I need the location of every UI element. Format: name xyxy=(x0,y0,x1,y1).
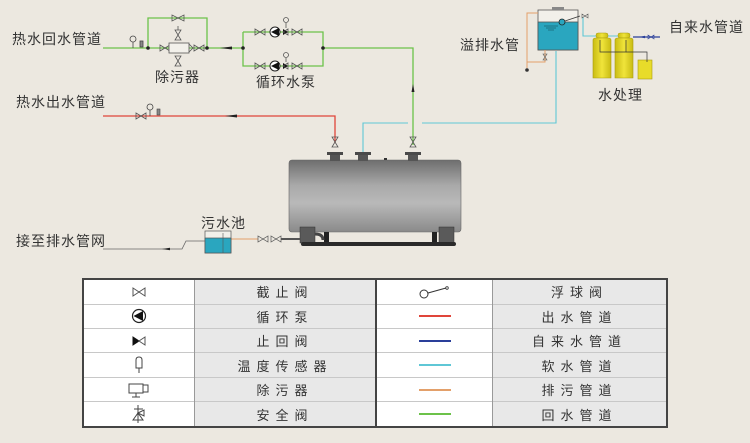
legend-symbol xyxy=(83,278,195,304)
label-drain-network: 接至排水管网 xyxy=(16,234,106,250)
legend-symbol xyxy=(83,327,195,353)
legend-symbol xyxy=(375,327,493,353)
temperature-sensor-icon xyxy=(135,356,143,374)
legend-label: 浮球阀 xyxy=(492,278,667,304)
legend-symbol xyxy=(375,401,493,427)
legend-row: 安全阀 回水管道 xyxy=(83,401,667,427)
strainer-icon xyxy=(159,26,205,67)
tap-water-line-icon xyxy=(418,339,451,342)
softener-piping xyxy=(599,40,648,62)
float-valve-icon xyxy=(558,13,589,26)
drain-line-icon xyxy=(418,388,451,391)
flow-arrow xyxy=(411,84,415,92)
water-softener-tank-2 xyxy=(614,32,634,79)
legend-row: 除污器 排污管道 xyxy=(83,376,667,402)
overflow-drain-line xyxy=(526,12,546,68)
flow-arrow xyxy=(225,114,237,118)
legend-symbol xyxy=(375,278,493,304)
legend-label: 安全阀 xyxy=(194,401,376,427)
gate-valve-icon xyxy=(647,34,655,40)
drain-point xyxy=(525,68,529,72)
label-hot-supply-pipe: 热水出水管道 xyxy=(16,95,106,111)
legend-symbol xyxy=(375,303,493,329)
legend-label: 止回阀 xyxy=(194,327,376,353)
float-valve-icon xyxy=(419,286,449,299)
gate-valve-icon xyxy=(331,136,417,148)
legend-symbol xyxy=(83,401,195,427)
legend-label: 截止阀 xyxy=(194,278,376,304)
circulation-pump-lower xyxy=(254,52,303,72)
boiler xyxy=(288,152,462,246)
flow-arrow xyxy=(639,35,645,39)
legend-symbol xyxy=(83,376,195,402)
label-circulation-pump: 循环水泵 xyxy=(256,75,316,91)
legend-table: 截止阀 浮球阀 循环泵 出水管道 止回阀 自来水管道 温度传感器 软水 xyxy=(82,278,668,428)
legend-row: 循环泵 出水管道 xyxy=(83,303,667,329)
legend-label: 循环泵 xyxy=(194,303,376,329)
gate-valve-icon xyxy=(132,286,146,297)
check-valve-icon xyxy=(132,335,146,346)
legend-label: 排污管道 xyxy=(492,376,667,402)
legend-symbol xyxy=(375,352,493,378)
water-softener-tank-1 xyxy=(592,32,612,79)
drain-network-line xyxy=(103,240,205,250)
legend-row: 止回阀 自来水管道 xyxy=(83,327,667,353)
return-junctions xyxy=(146,46,325,50)
temperature-sensor-icon xyxy=(156,108,161,116)
brine-tank xyxy=(637,59,653,80)
sewage-pool xyxy=(204,230,232,254)
drain-pipe xyxy=(230,235,300,243)
pressure-gauge-icon xyxy=(146,103,154,116)
flow-arrow xyxy=(162,247,170,251)
gate-valve-icon xyxy=(542,53,548,61)
water-tank xyxy=(537,7,579,51)
label-overflow-pipe: 溢排水管 xyxy=(460,38,520,54)
label-strainer: 除污器 xyxy=(155,70,200,86)
legend-label: 回水管道 xyxy=(492,401,667,427)
circulation-pump-icon xyxy=(131,309,147,324)
legend-symbol xyxy=(83,303,195,329)
gate-valve-icon xyxy=(135,112,147,120)
legend-label: 温度传感器 xyxy=(194,352,376,378)
strainer-icon xyxy=(128,383,149,398)
legend-row: 截止阀 浮球阀 xyxy=(83,278,667,304)
label-tap-water-pipe: 自来水管道 xyxy=(669,20,744,36)
legend-label: 软水管道 xyxy=(492,352,667,378)
circulation-pump-upper xyxy=(254,17,303,38)
flow-arrow xyxy=(220,46,232,50)
legend-row: 温度传感器 软水管道 xyxy=(83,352,667,378)
legend-label: 除污器 xyxy=(194,376,376,402)
legend-symbol xyxy=(83,352,195,378)
label-sewage-pool: 污水池 xyxy=(201,216,246,232)
legend-label: 自来水管道 xyxy=(492,327,667,353)
legend-symbol xyxy=(375,376,493,402)
safety-valve-icon xyxy=(132,405,145,424)
supply-line-icon xyxy=(418,315,451,318)
return-line-icon xyxy=(418,413,451,416)
temperature-sensor-icon xyxy=(139,40,144,48)
label-hot-return-pipe: 热水回水管道 xyxy=(12,32,102,48)
gate-valve-icon xyxy=(171,14,185,22)
label-water-treatment: 水处理 xyxy=(598,88,643,104)
supply-water-line xyxy=(103,115,336,143)
legend-label: 出水管道 xyxy=(492,303,667,329)
pressure-gauge-icon xyxy=(129,35,137,48)
soft-water-line-icon xyxy=(418,364,451,367)
